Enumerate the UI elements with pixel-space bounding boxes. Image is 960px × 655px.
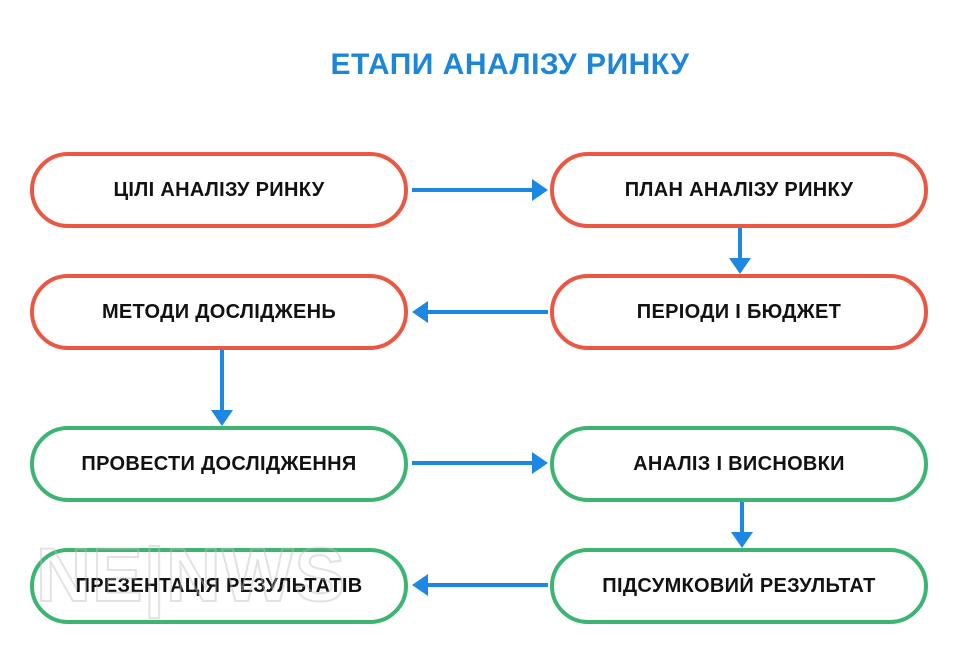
stage-box-goals: ЦІЛІ АНАЛІЗУ РИНКУ [30,152,408,228]
arrow-analysis-to-final-icon [740,502,744,532]
arrow-plan-to-periods-icon [738,228,742,258]
stage-box-final-result: ПІДСУМКОВИЙ РЕЗУЛЬТАТ [550,548,928,624]
stage-box-plan: ПЛАН АНАЛІЗУ РИНКУ [550,152,928,228]
stage-box-label: ПЛАН АНАЛІЗУ РИНКУ [624,178,854,201]
stage-box-label: ЦІЛІ АНАЛІЗУ РИНКУ [113,178,325,201]
stage-box-label: ПІДСУМКОВИЙ РЕЗУЛЬТАТ [602,574,876,597]
arrow-final-to-presentation-icon [428,583,548,587]
stage-box-label: ПРОВЕСТИ ДОСЛІДЖЕННЯ [81,452,357,475]
stage-box-label: АНАЛІЗ І ВИСНОВКИ [633,452,845,475]
stage-box-label: ПЕРІОДИ І БЮДЖЕТ [636,300,842,323]
stage-box-conduct-research: ПРОВЕСТИ ДОСЛІДЖЕННЯ [30,426,408,502]
stage-box-methods: МЕТОДИ ДОСЛІДЖЕНЬ [30,274,408,350]
arrow-goals-to-plan-icon [412,188,532,192]
stage-box-analysis-conclusions: АНАЛІЗ І ВИСНОВКИ [550,426,928,502]
arrow-methods-to-research-icon [220,350,224,410]
stage-box-presentation-results: ПРЕЗЕНТАЦІЯ РЕЗУЛЬТАТІВ [30,548,408,624]
stage-box-periods-budget: ПЕРІОДИ І БЮДЖЕТ [550,274,928,350]
arrow-periods-to-methods-icon [428,310,548,314]
page-title: ЕТАПИ АНАЛІЗУ РИНКУ [330,48,690,81]
stage-box-label: ПРЕЗЕНТАЦІЯ РЕЗУЛЬТАТІВ [75,574,363,597]
stage-box-label: МЕТОДИ ДОСЛІДЖЕНЬ [101,300,337,323]
arrow-research-to-analysis-icon [412,461,532,465]
